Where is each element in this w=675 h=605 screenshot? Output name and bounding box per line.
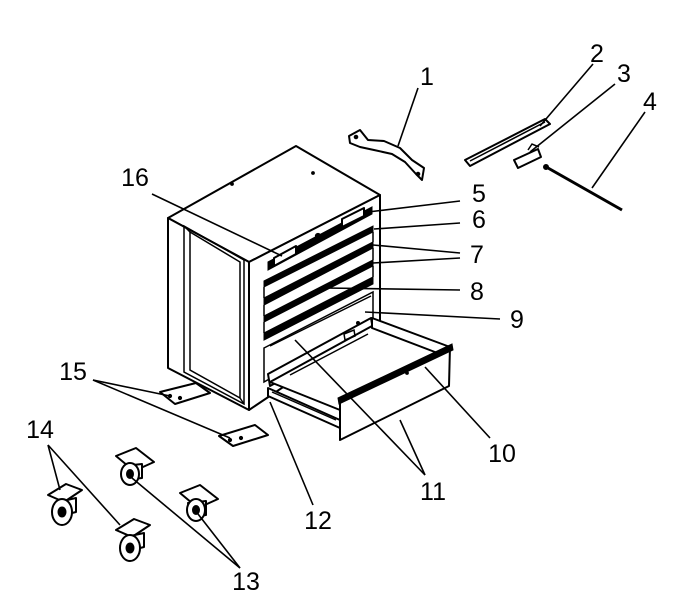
callout-9: 9 xyxy=(510,306,524,334)
callout-15: 15 xyxy=(59,358,87,386)
callout-14: 14 xyxy=(26,416,54,444)
callout-11: 11 xyxy=(420,478,446,506)
callout-12: 12 xyxy=(304,507,332,535)
part-caster-right-2 xyxy=(179,484,219,522)
callout-7: 7 xyxy=(470,241,484,269)
part-base-brackets xyxy=(159,382,269,447)
callout-13: 13 xyxy=(232,568,260,596)
callout-8: 8 xyxy=(470,278,484,306)
part-caster-left-2 xyxy=(115,518,151,562)
part-slide-rail xyxy=(464,118,551,167)
part-caster-left-1 xyxy=(47,483,83,526)
callout-10: 10 xyxy=(488,440,516,468)
cabinet-body xyxy=(167,145,381,411)
callout-5: 5 xyxy=(472,180,486,208)
callout-6: 6 xyxy=(472,206,486,234)
callout-3: 3 xyxy=(617,60,631,88)
part-small-bracket xyxy=(513,143,542,169)
callout-16: 16 xyxy=(121,164,149,192)
part-rod xyxy=(543,164,623,212)
leader-lines xyxy=(47,63,646,569)
open-drawer xyxy=(267,317,454,441)
callout-2: 2 xyxy=(590,40,604,68)
part-caster-right-1 xyxy=(115,447,155,486)
callout-labels: 1 2 3 4 5 6 7 8 9 10 11 12 13 14 15 16 xyxy=(26,40,657,596)
callout-4: 4 xyxy=(643,88,657,116)
part-bracket xyxy=(348,129,425,181)
callout-1: 1 xyxy=(420,63,434,91)
